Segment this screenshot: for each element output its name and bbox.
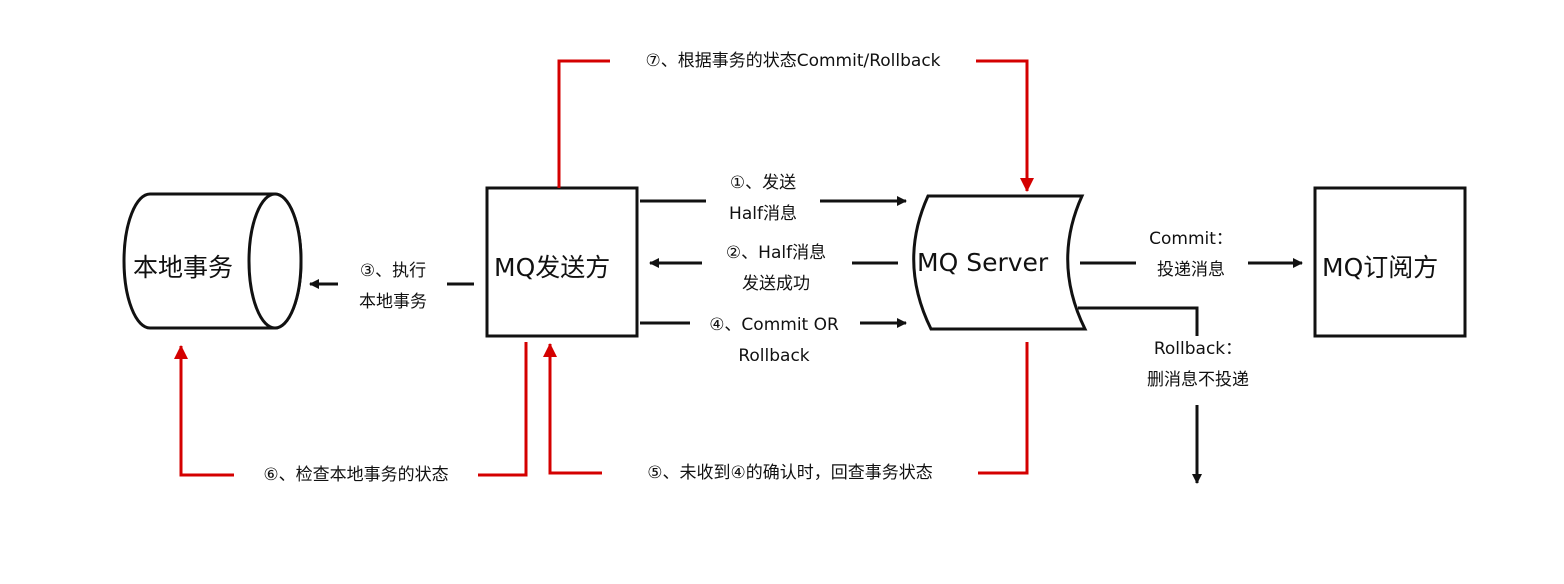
step2-label: ②、Half消息 发送成功 <box>700 238 852 300</box>
step2-line2: 发送成功 <box>742 274 810 294</box>
rollback-line2: 删消息不投递 <box>1147 370 1249 390</box>
commit-label: Commit： 投递消息 <box>1132 224 1250 286</box>
step4-line1: ④、Commit OR <box>709 315 839 335</box>
mq-server-node <box>912 194 1088 331</box>
edge-rollback <box>1078 306 1202 484</box>
commit-line2: 投递消息 <box>1157 260 1225 280</box>
step6-label: ⑥、检查本地事务的状态 <box>263 465 449 485</box>
step3-label: ③、执行 本地事务 <box>338 256 448 318</box>
local-transaction-node <box>122 192 303 330</box>
step2-line1: ②、Half消息 <box>725 243 827 263</box>
rollback-line1: Rollback： <box>1153 339 1243 359</box>
step7-label: ⑦、根据事务的状态Commit/Rollback <box>645 51 941 71</box>
local-transaction-label: 本地事务 <box>133 253 234 282</box>
step4-label: ④、Commit OR Rollback <box>688 310 860 372</box>
edge-step5 <box>543 342 1029 475</box>
mq-sender-label: MQ发送方 <box>494 253 611 282</box>
mq-subscriber-node <box>1313 186 1467 338</box>
edge-step6 <box>174 342 528 477</box>
mq-subscriber-label: MQ订阅方 <box>1322 253 1439 282</box>
step4-line2: Rollback <box>738 346 810 366</box>
step3-line2: 本地事务 <box>359 292 427 312</box>
commit-line1: Commit： <box>1149 229 1233 249</box>
step3-line1: ③、执行 <box>359 261 427 281</box>
mq-sender-node <box>485 186 639 338</box>
edge-step7 <box>557 59 1034 192</box>
step1-line1: ①、发送 <box>729 173 797 193</box>
rollback-label: Rollback： 删消息不投递 <box>1131 334 1265 396</box>
step1-label: ①、发送 Half消息 <box>704 168 822 230</box>
mq-server-label: MQ Server <box>917 248 1049 277</box>
step5-label: ⑤、未收到④的确认时，回查事务状态 <box>647 463 933 483</box>
step1-line2: Half消息 <box>729 204 797 224</box>
